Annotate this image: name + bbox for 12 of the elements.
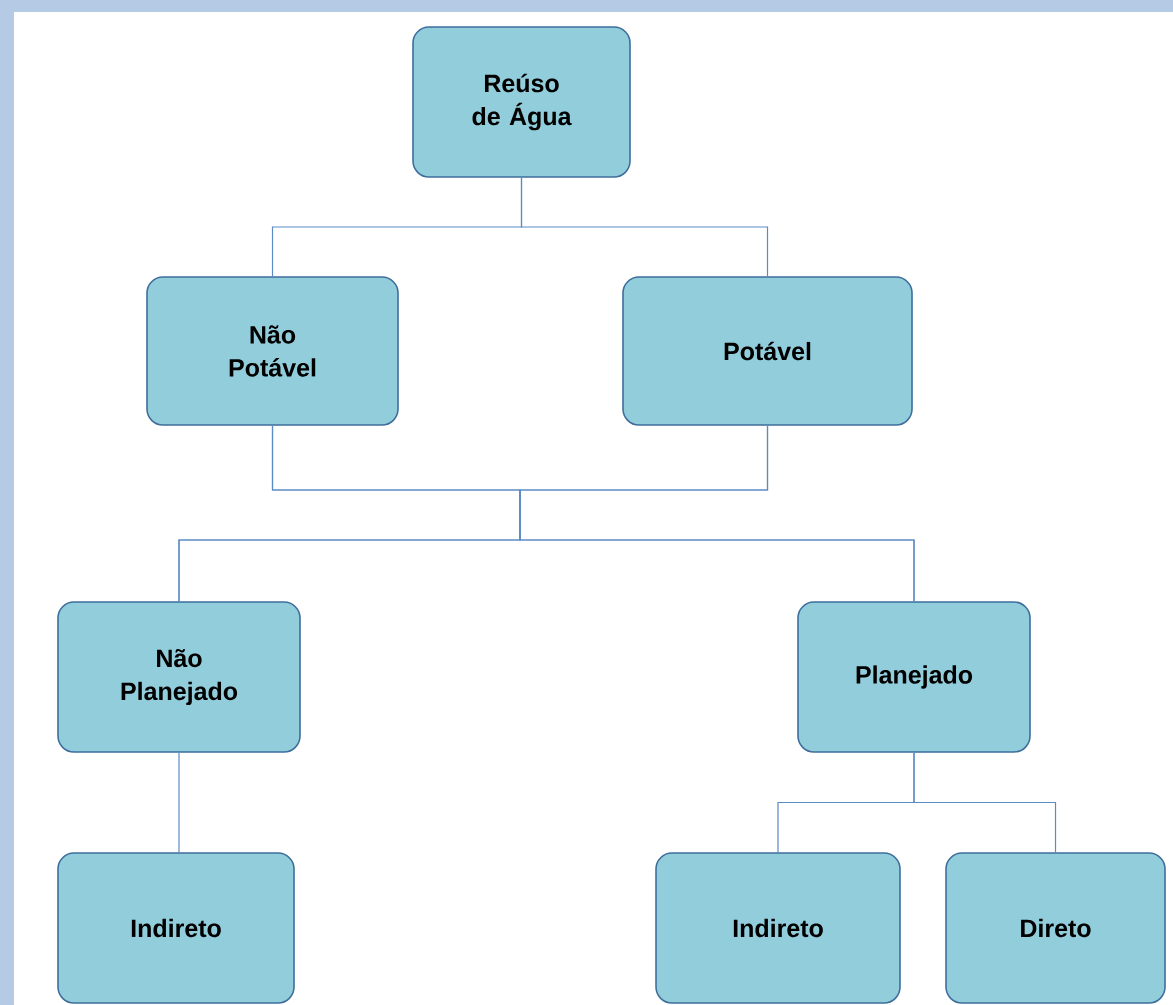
box: Não Potável — [146, 276, 399, 426]
connector — [519, 425, 915, 602]
box: Reúso de Água — [412, 26, 631, 178]
box: Direto — [945, 852, 1166, 1004]
connector — [178, 752, 180, 853]
box: Potável — [622, 276, 913, 426]
box: Planejado — [797, 601, 1031, 753]
connector — [913, 752, 1057, 853]
box: Não Planejado — [57, 601, 301, 753]
connector — [520, 177, 769, 277]
box: Indireto — [57, 852, 295, 1004]
box: Indireto — [655, 852, 901, 1004]
